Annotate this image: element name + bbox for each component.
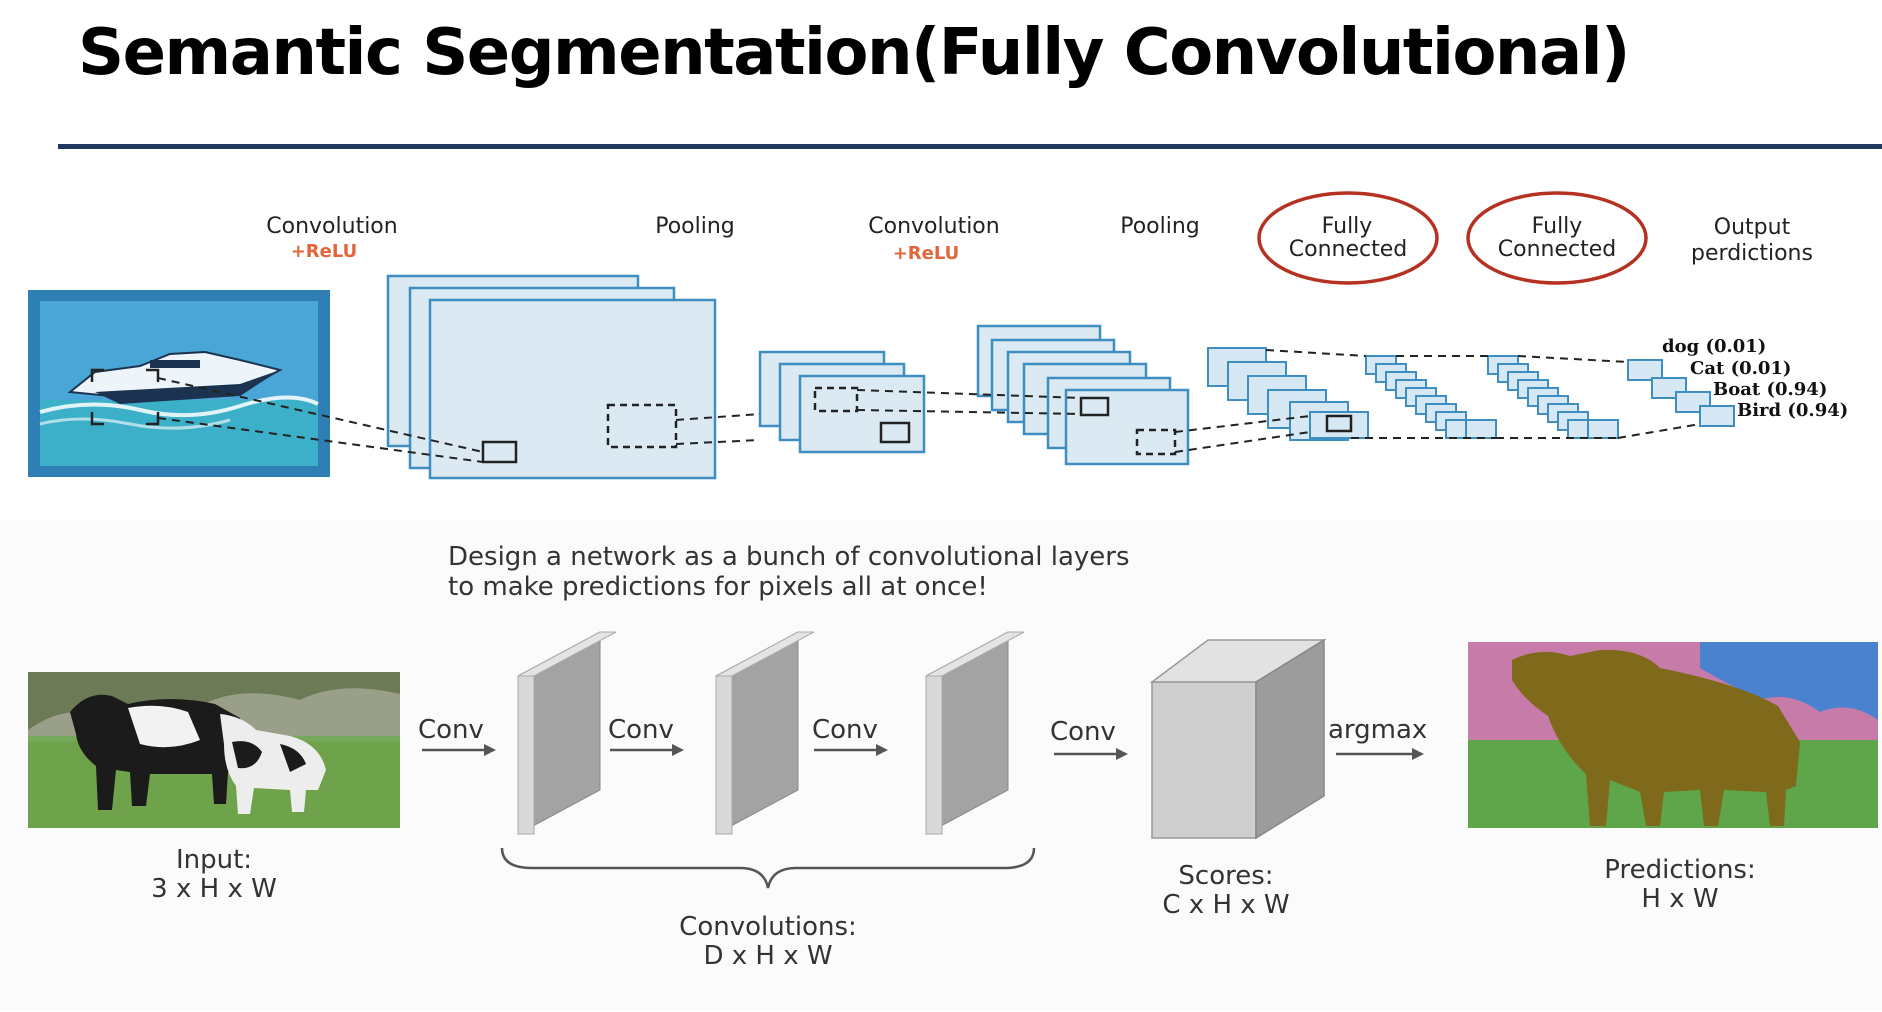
svg-text:Conv: Conv	[1050, 717, 1116, 747]
conv-arrow-1: Conv	[418, 715, 496, 756]
prediction-dog: dog (0.01)	[1662, 336, 1766, 357]
argmax-arrow: argmax	[1328, 715, 1427, 760]
stage-label-predictions: perdictions	[1691, 241, 1813, 266]
boat-input-image	[28, 290, 330, 477]
convolutions-brace	[500, 847, 1036, 889]
conv1-feature-maps	[386, 274, 717, 480]
stage-label-connected-1: Connected	[1289, 237, 1407, 262]
svg-text:Conv: Conv	[812, 715, 878, 745]
fc1-stack	[1365, 355, 1497, 439]
pool2-feature-maps	[1207, 347, 1369, 441]
conv-slab-1	[517, 631, 617, 835]
input-dimensions: 3 x H x W	[151, 874, 277, 904]
class-predictions: dog (0.01) Cat (0.01) Boat (0.94) Bird (…	[1662, 336, 1848, 421]
svg-text:Conv: Conv	[418, 715, 484, 745]
prediction-bird: Bird (0.94)	[1737, 400, 1848, 421]
slide-title: Semantic Segmentation(Fully Convolutiona…	[78, 16, 1630, 90]
conv-arrow-2: Conv	[608, 715, 684, 756]
cnn-stage-labels: Convolution +ReLU Pooling Convolution +R…	[266, 191, 1813, 285]
scores-cube	[1149, 638, 1327, 840]
pool1-feature-maps	[758, 350, 926, 454]
prediction-cat: Cat (0.01)	[1690, 358, 1791, 379]
fcn-caption-line2: to make predictions for pixels all at on…	[448, 572, 988, 602]
output-nodes	[1627, 359, 1735, 427]
fcn-caption-line1: Design a network as a bunch of convoluti…	[448, 542, 1130, 572]
receptive-field-connectors	[157, 349, 1701, 463]
conv-arrow-4: Conv	[1050, 717, 1128, 760]
highlight-ring-fc-1	[1257, 191, 1439, 285]
stage-label-fully-1: Fully	[1322, 214, 1373, 239]
stage-label-pooling-2: Pooling	[1120, 214, 1200, 239]
convolutions-label: Convolutions:	[679, 912, 857, 942]
conv-slab-3	[925, 631, 1025, 835]
stage-label-output: Output	[1714, 215, 1791, 240]
argmax-label: argmax	[1328, 715, 1427, 745]
scores-label: Scores:	[1178, 861, 1273, 891]
stage-label-convolution-1: Convolution	[266, 214, 397, 239]
highlight-ring-fc-2	[1466, 191, 1648, 285]
stage-label-fully-2: Fully	[1532, 214, 1583, 239]
conv2-feature-maps	[976, 324, 1190, 466]
conv-arrow-3: Conv	[812, 715, 888, 756]
input-label: Input:	[176, 845, 252, 875]
stage-label-pooling-1: Pooling	[655, 214, 735, 239]
prediction-boat: Boat (0.94)	[1713, 379, 1827, 400]
segmentation-output-image	[1468, 642, 1878, 828]
svg-text:Conv: Conv	[608, 715, 674, 745]
predictions-label: Predictions:	[1604, 855, 1755, 885]
convolutions-dimensions: D x H x W	[703, 941, 832, 971]
stage-sublabel-relu-2: +ReLU	[893, 243, 960, 264]
fc2-stack	[1487, 355, 1619, 439]
stage-label-convolution-2: Convolution	[868, 214, 999, 239]
scores-dimensions: C x H x W	[1162, 890, 1289, 920]
title-divider	[58, 144, 1882, 149]
conv-slab-2	[715, 631, 815, 835]
predictions-dimensions: H x W	[1641, 884, 1718, 914]
stage-label-connected-2: Connected	[1498, 237, 1616, 262]
stage-sublabel-relu-1: +ReLU	[291, 241, 358, 262]
cow-input-image	[28, 672, 400, 828]
